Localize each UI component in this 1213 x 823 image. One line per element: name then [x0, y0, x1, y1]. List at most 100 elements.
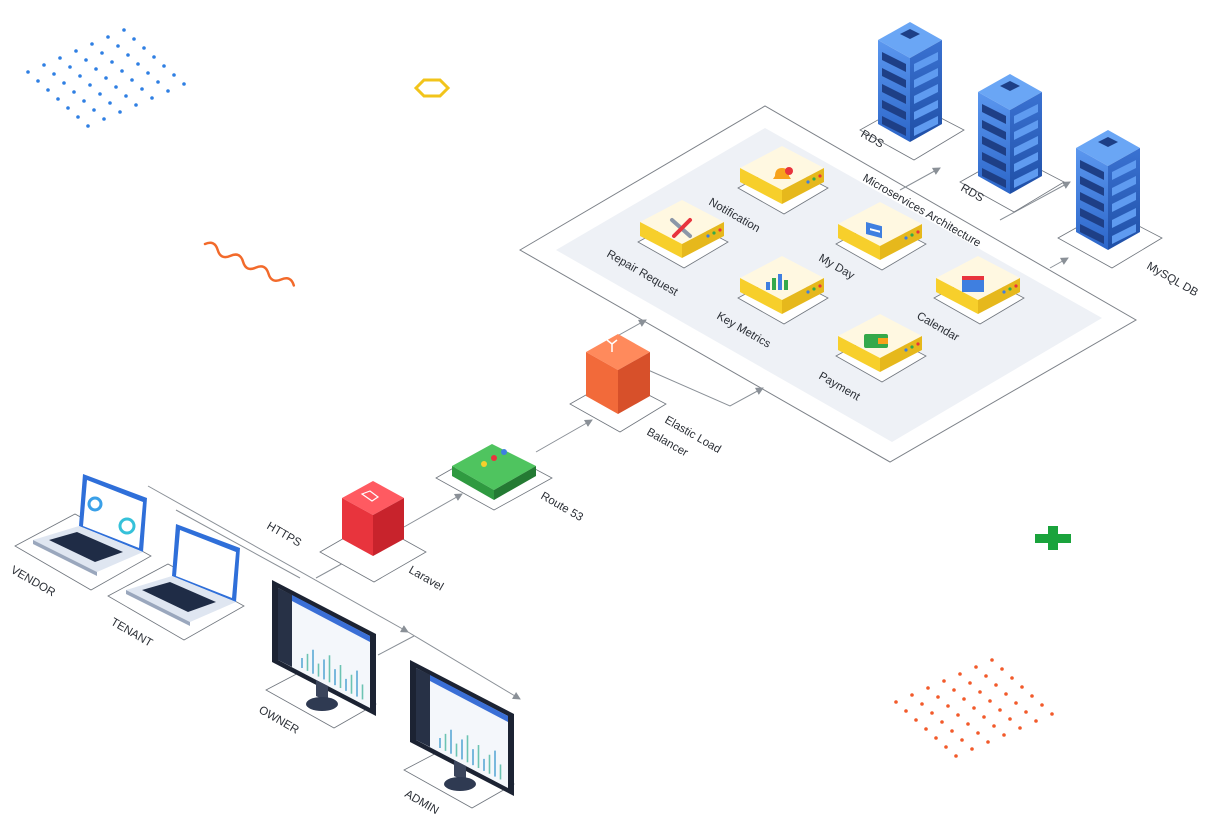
module-led [806, 180, 810, 184]
orange-dot [1008, 717, 1012, 721]
module-side [782, 168, 824, 204]
module-side [880, 224, 922, 260]
blue-dot [66, 106, 70, 110]
blue-dot [162, 64, 166, 68]
blue-dot [88, 83, 92, 87]
monitor-stand [454, 760, 466, 782]
blue-dot [124, 94, 128, 98]
orange-dot [914, 718, 918, 722]
server-slot-side [1112, 208, 1136, 228]
blue-dot [156, 80, 160, 84]
server-slot [982, 120, 1006, 140]
keyboard-icon [49, 532, 123, 562]
orange-dot [1010, 676, 1014, 680]
orange-dot [1000, 667, 1004, 671]
server-slot [1080, 224, 1104, 244]
blue-dot [146, 71, 150, 75]
blue-dot [76, 115, 80, 119]
orange-dot [974, 665, 978, 669]
module-led [806, 290, 810, 294]
blue-dot [102, 117, 106, 121]
module-side [782, 278, 824, 314]
server-slot [982, 168, 1006, 188]
blue-dot [36, 79, 40, 83]
server-slot [1080, 176, 1104, 196]
orange-dot [978, 690, 982, 694]
rds-server-1 [859, 22, 965, 161]
orange-dot [990, 658, 994, 662]
server-slot [882, 68, 906, 88]
orange-dot [924, 727, 928, 731]
squiggle-decoration [203, 241, 296, 287]
laravel-icon [360, 490, 380, 502]
module-front [740, 278, 782, 314]
server-slot-side [914, 52, 938, 72]
fork-icon [606, 339, 618, 352]
orange-dots-decoration [894, 658, 1054, 758]
module-led [904, 236, 908, 240]
calendar-icon [962, 276, 984, 292]
module-led [712, 231, 716, 235]
server-slot-side [914, 68, 938, 88]
server-slot [982, 136, 1006, 156]
blue-dot [182, 82, 186, 86]
tenant-laptop [107, 524, 245, 641]
monitor-screen [278, 588, 370, 708]
blue-dot [130, 78, 134, 82]
orange-dot [904, 709, 908, 713]
module-front [838, 336, 880, 372]
orange-dot [976, 731, 980, 735]
server-slot-side [1112, 224, 1136, 244]
module-led [812, 177, 816, 181]
owner-label: OWNER [257, 704, 301, 736]
blue-dot [94, 67, 98, 71]
orange-dot [1034, 719, 1038, 723]
server-slot [982, 104, 1006, 124]
blue-dot [136, 62, 140, 66]
blue-dot [142, 46, 146, 50]
laravel-label: Laravel [407, 564, 446, 593]
module-led [1002, 290, 1006, 294]
clipboard-icon [866, 222, 882, 239]
orange-dot [994, 683, 998, 687]
monitor-stand [316, 680, 328, 702]
server-slot [882, 84, 906, 104]
server-slot-side [1014, 120, 1038, 140]
blue-dot [86, 124, 90, 128]
laptop-edge [126, 590, 190, 626]
module-led [706, 234, 710, 238]
orange-dot [966, 722, 970, 726]
blue-dot [110, 60, 114, 64]
blue-dot [132, 37, 136, 41]
orange-dot [992, 724, 996, 728]
orange-dot [958, 672, 962, 676]
server-slot-side [1014, 136, 1038, 156]
server-slot [1080, 192, 1104, 212]
blue-dot [152, 55, 156, 59]
blue-dot [118, 110, 122, 114]
orange-dot [930, 711, 934, 715]
blue-dot [108, 101, 112, 105]
orange-dot [998, 708, 1002, 712]
keyboard-icon [142, 582, 216, 612]
blue-dot [78, 74, 82, 78]
hexagon-decoration [413, 78, 451, 98]
laptop-screen [176, 530, 236, 598]
module-front [936, 278, 978, 314]
blue-dot [114, 85, 118, 89]
bar-chart-icon [766, 274, 788, 290]
module-led [910, 345, 914, 349]
wallet-icon [864, 334, 888, 348]
orange-dot [1024, 710, 1028, 714]
rds-server-2 [959, 74, 1065, 213]
orange-dot [962, 697, 966, 701]
blue-dot [90, 42, 94, 46]
blue-dot [72, 90, 76, 94]
server-slot [882, 100, 906, 120]
blue-dot [42, 63, 46, 67]
orange-dot [968, 681, 972, 685]
dot-yellow-icon [481, 461, 487, 467]
connector-lines [147, 167, 1071, 700]
orange-dot [1014, 701, 1018, 705]
